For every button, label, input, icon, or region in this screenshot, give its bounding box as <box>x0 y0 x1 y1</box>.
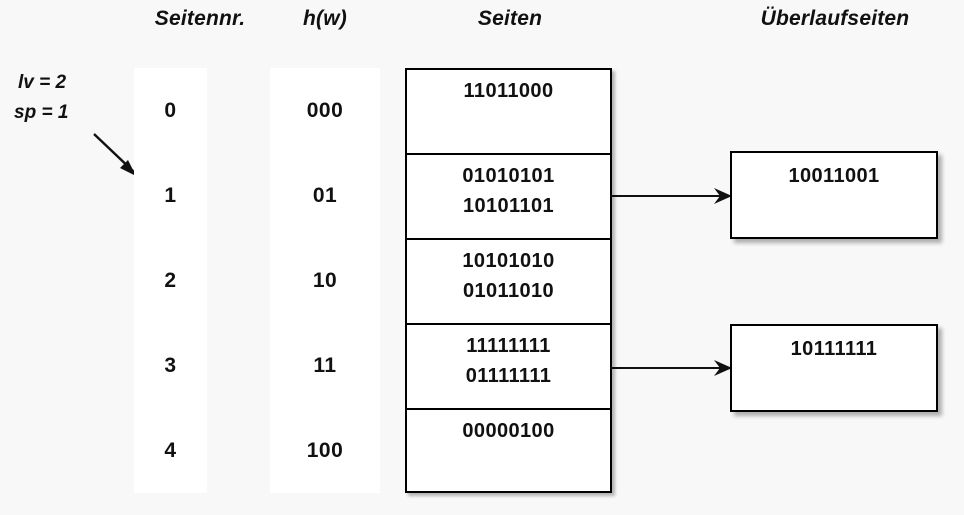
hw-cell: 000 <box>306 99 344 122</box>
page-row: 11011000 <box>407 70 610 155</box>
column-header-seiten: Seiten <box>477 7 543 30</box>
page-record: 10101101 <box>462 195 555 217</box>
hw-cell: 01 <box>312 184 338 207</box>
page-record: 11111111 <box>466 335 551 357</box>
seitennr-cell: 4 <box>164 439 177 462</box>
column-hw: 000 01 10 11 100 <box>270 68 380 493</box>
page-record: 01010101 <box>462 165 555 187</box>
arrow-down-right-icon <box>93 133 136 176</box>
arrow-right-icon <box>610 188 732 204</box>
page-record: 01011010 <box>462 280 555 302</box>
seitennr-cell: 1 <box>164 184 177 207</box>
parameter-lv: lv = 2 <box>18 72 67 93</box>
column-header-hw: h(w) <box>303 7 347 30</box>
seitennr-cell: 0 <box>164 99 177 122</box>
overflow-record: 10011001 <box>788 165 880 187</box>
overflow-record: 10111111 <box>790 338 878 360</box>
column-header-ueberlaufseiten: Überlaufseiten <box>760 7 910 30</box>
page-row: 10101010 01011010 <box>407 240 610 325</box>
parameter-sp: sp = 1 <box>14 102 69 123</box>
page-row: 01010101 10101101 <box>407 155 610 240</box>
seitennr-cell: 2 <box>164 269 177 292</box>
column-header-seitennr: Seitennr. <box>154 7 246 30</box>
page-record: 10101010 <box>462 250 555 272</box>
arrow-right-icon <box>610 360 732 376</box>
page-record: 00000100 <box>462 420 555 442</box>
column-seitennr: 0 1 2 3 4 <box>134 68 207 493</box>
page-record: 01111111 <box>465 365 552 387</box>
hw-cell: 11 <box>313 354 337 377</box>
seitennr-cell: 3 <box>164 354 177 377</box>
pages-table: 11011000 01010101 10101101 10101010 0101… <box>405 68 612 493</box>
page-row: 11111111 01111111 <box>407 325 610 410</box>
page-row: 00000100 <box>407 410 610 495</box>
overflow-page: 10011001 <box>730 151 938 239</box>
overflow-page: 10111111 <box>730 324 938 412</box>
hw-cell: 100 <box>306 439 344 462</box>
hw-cell: 10 <box>312 269 338 292</box>
page-record: 11011000 <box>463 80 554 102</box>
